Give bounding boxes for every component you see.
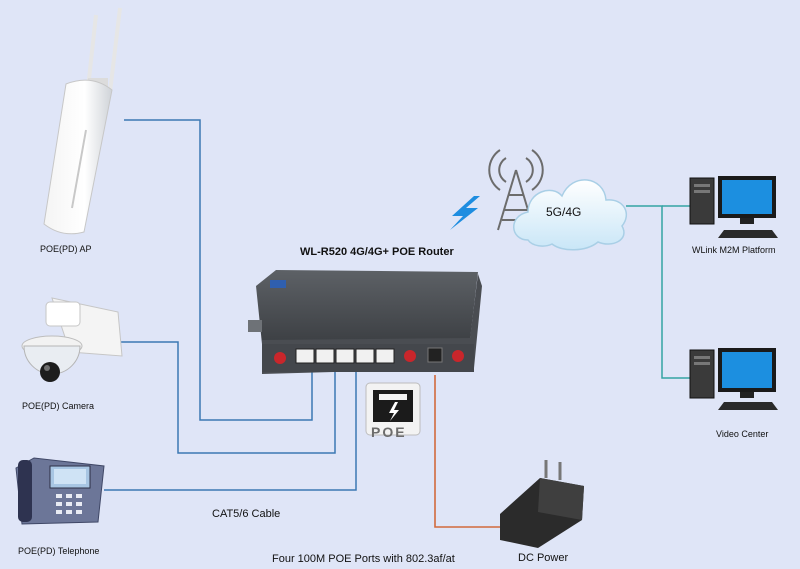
cable-camera [120,341,336,454]
router-icon [248,270,482,374]
cell-tower-icon [488,149,544,231]
wan-links [626,205,690,379]
cloud-icon [513,179,627,251]
ports-note: Four 100M POE Ports with 802.3af/at [272,553,455,565]
cable-ap [124,119,313,421]
desktop-pc-icon [689,176,778,238]
router-antenna-ports [274,350,464,364]
label-platform: WLink M2M Platform [692,245,776,255]
poe-port-icon [365,382,421,436]
label-dc-power: DC Power [518,552,569,564]
dome-camera-icon [21,297,123,382]
cable-telephone [104,368,357,491]
power-cable [434,375,508,528]
label-telephone: POE(PD) Telephone [18,546,100,556]
cloud-label: 5G/4G [546,205,582,219]
outdoor-ap-icon [43,7,122,235]
power-adapter-icon [500,460,584,548]
poe-badge-label: POE [371,424,407,440]
cable-label: CAT5/6 Cable [212,508,281,520]
label-camera: POE(PD) Camera [22,401,95,411]
desktop-pc-icon [689,348,778,410]
ip-telephone-icon [15,457,105,525]
label-ap: POE(PD) AP [40,244,92,254]
label-video-center: Video Center [716,429,769,439]
lan-cables [104,119,357,491]
router-lan-ports [295,348,395,364]
lightning-icon [450,196,480,230]
link-cloud-trunk [626,205,690,379]
router-title: WL-R520 4G/4G+ POE Router [300,246,454,258]
